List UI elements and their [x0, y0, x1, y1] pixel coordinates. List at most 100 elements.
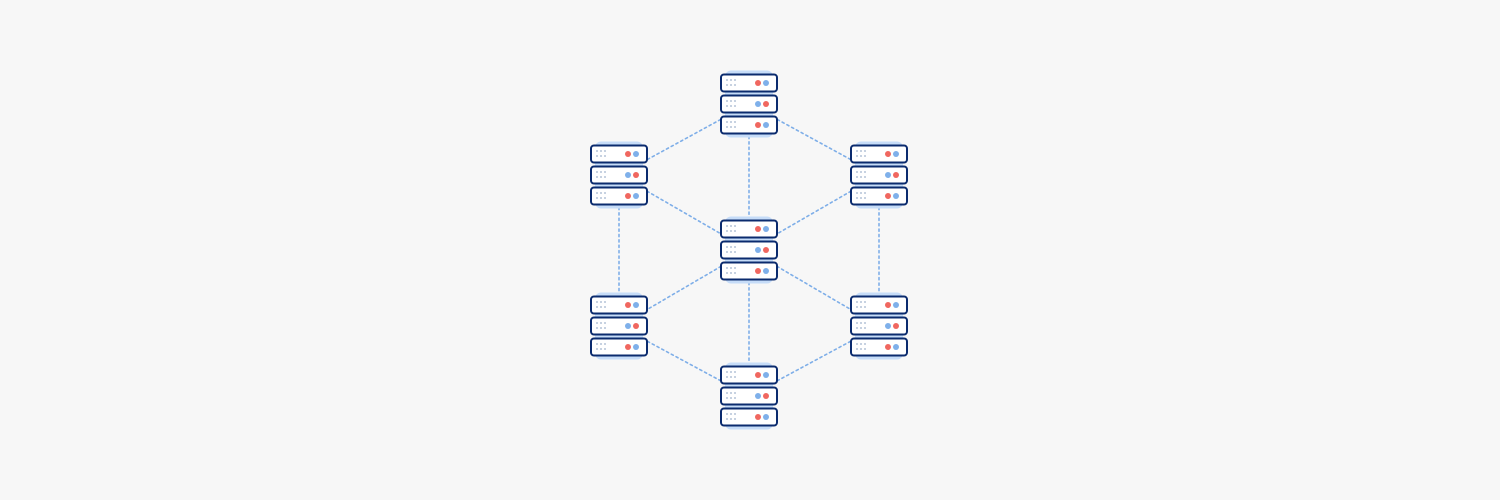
vent-dot	[734, 100, 736, 102]
vent-dot	[726, 230, 728, 232]
vent-dot	[730, 100, 732, 102]
vent-dot	[596, 150, 598, 152]
vent-dot	[604, 348, 606, 350]
server-unit	[850, 186, 908, 206]
vent-dot	[860, 155, 862, 157]
status-led-blue	[633, 302, 639, 308]
vent-dot	[726, 105, 728, 107]
vent-dot	[600, 150, 602, 152]
status-led-red	[893, 172, 899, 178]
vent-dot	[596, 301, 598, 303]
vent-dot	[730, 392, 732, 394]
vent-dot	[734, 225, 736, 227]
vent-dot	[860, 343, 862, 345]
vent-dot	[856, 150, 858, 152]
server-unit-body	[590, 316, 648, 336]
vent-dot	[734, 84, 736, 86]
server-node-center[interactable]	[720, 216, 778, 284]
server-unit-body	[850, 337, 908, 357]
status-led-red	[625, 193, 631, 199]
status-led-blue	[625, 323, 631, 329]
vent-dot	[864, 176, 866, 178]
vent-dot	[730, 267, 732, 269]
vent-dot	[596, 348, 598, 350]
vent-dot	[596, 306, 598, 308]
vent-dot	[726, 413, 728, 415]
server-rack-icon	[850, 295, 908, 357]
vent-dot	[604, 322, 606, 324]
vent-dot	[604, 192, 606, 194]
status-led-blue	[633, 151, 639, 157]
server-node-layer	[590, 70, 908, 430]
vent-dot	[596, 327, 598, 329]
vent-dot	[726, 397, 728, 399]
vent-dot	[730, 397, 732, 399]
vent-dot	[600, 306, 602, 308]
vent-dot	[860, 327, 862, 329]
status-led-red	[755, 268, 761, 274]
vent-dot	[604, 176, 606, 178]
status-led-red	[885, 193, 891, 199]
status-led-red	[885, 151, 891, 157]
vent-dot	[864, 301, 866, 303]
vent-dot	[856, 301, 858, 303]
vent-dot	[864, 197, 866, 199]
vent-dot	[600, 348, 602, 350]
vent-dot	[734, 392, 736, 394]
vent-dot	[600, 343, 602, 345]
status-led-blue	[755, 247, 761, 253]
vent-dot	[860, 301, 862, 303]
status-led-red	[625, 302, 631, 308]
server-node-lower-left[interactable]	[590, 292, 648, 360]
server-unit	[590, 186, 648, 206]
server-node-upper-left[interactable]	[590, 141, 648, 209]
vent-dot	[856, 306, 858, 308]
vent-dot	[726, 225, 728, 227]
server-node-upper-right[interactable]	[850, 141, 908, 209]
vent-dot	[864, 192, 866, 194]
vent-dot	[730, 246, 732, 248]
vent-dot	[856, 176, 858, 178]
server-rack-icon	[590, 144, 648, 206]
vent-dot	[856, 348, 858, 350]
server-unit	[590, 295, 648, 315]
server-node-bottom[interactable]	[720, 362, 778, 430]
vent-dot	[726, 121, 728, 123]
server-unit	[590, 165, 648, 185]
server-unit-body	[850, 316, 908, 336]
server-unit-body	[720, 115, 778, 135]
server-unit	[720, 407, 778, 427]
server-unit-body	[850, 144, 908, 164]
vent-dot	[726, 251, 728, 253]
server-unit	[720, 365, 778, 385]
status-led-blue	[893, 151, 899, 157]
vent-dot	[860, 150, 862, 152]
server-unit	[850, 144, 908, 164]
vent-dot	[734, 126, 736, 128]
server-unit-body	[720, 219, 778, 239]
status-led-blue	[625, 172, 631, 178]
server-unit	[720, 240, 778, 260]
server-unit	[720, 115, 778, 135]
status-led-red	[633, 323, 639, 329]
server-unit-body	[720, 386, 778, 406]
vent-dot	[864, 327, 866, 329]
vent-dot	[726, 267, 728, 269]
vent-dot	[730, 84, 732, 86]
vent-dot	[600, 197, 602, 199]
vent-dot	[600, 155, 602, 157]
server-unit-body	[590, 165, 648, 185]
vent-dot	[730, 105, 732, 107]
status-led-blue	[763, 414, 769, 420]
server-node-lower-right[interactable]	[850, 292, 908, 360]
vent-dot	[730, 371, 732, 373]
vent-dot	[726, 392, 728, 394]
vent-dot	[604, 343, 606, 345]
server-node-top[interactable]	[720, 70, 778, 138]
vent-dot	[726, 126, 728, 128]
vent-dot	[734, 246, 736, 248]
vent-dot	[734, 418, 736, 420]
vent-dot	[734, 376, 736, 378]
status-led-red	[755, 122, 761, 128]
